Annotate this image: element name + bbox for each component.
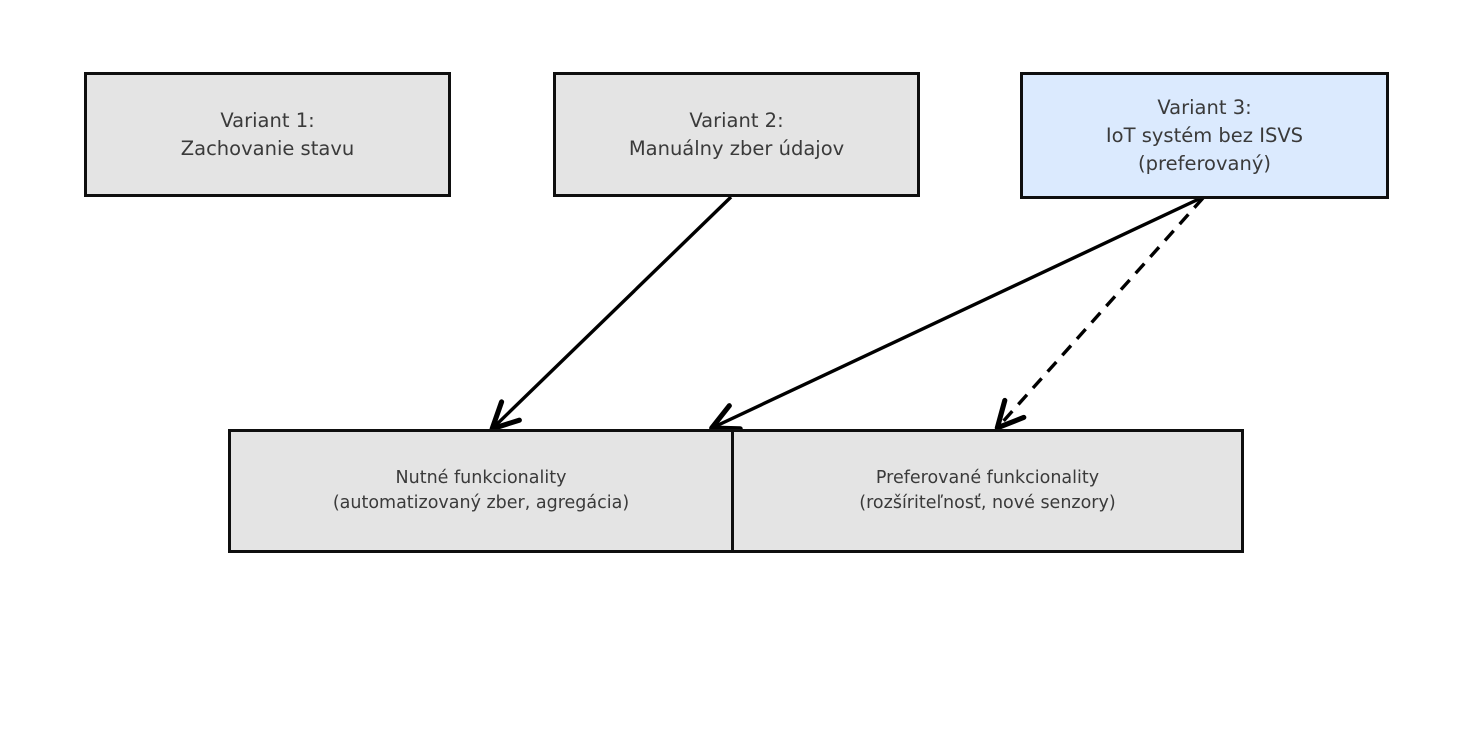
edge-variant3-to-nutne bbox=[709, 196, 1202, 432]
node-preferovane-funkcionality[interactable]: Preferované funkcionality (rozšíriteľnos… bbox=[731, 429, 1244, 553]
node-preferovane-funkcionality-label: Preferované funkcionality (rozšíriteľnos… bbox=[859, 468, 1116, 513]
node-variant-3-label: Variant 3: IoT systém bez ISVS (preferov… bbox=[1105, 95, 1304, 175]
node-variant-1[interactable]: Variant 1: Zachovanie stavu bbox=[84, 72, 451, 197]
edge-variant2-to-nutne bbox=[489, 195, 733, 432]
node-variant-1-label: Variant 1: Zachovanie stavu bbox=[180, 108, 355, 160]
edge-variant3-to-preferovane bbox=[994, 196, 1205, 431]
node-variant-2-label: Variant 2: Manuálny zber údajov bbox=[628, 108, 845, 160]
node-nutne-funkcionality[interactable]: Nutné funkcionality (automatizovaný zber… bbox=[228, 429, 734, 553]
node-variant-3[interactable]: Variant 3: IoT systém bez ISVS (preferov… bbox=[1020, 72, 1389, 199]
node-variant-2[interactable]: Variant 2: Manuálny zber údajov bbox=[553, 72, 920, 197]
node-nutne-funkcionality-label: Nutné funkcionality (automatizovaný zber… bbox=[332, 468, 630, 513]
